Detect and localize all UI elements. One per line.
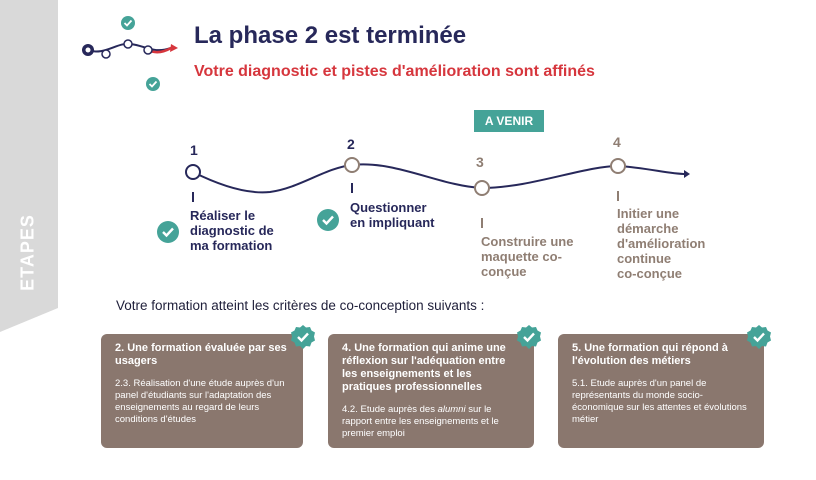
step-4-node (610, 158, 626, 174)
logo-check-top-icon (121, 16, 135, 30)
criteria-card-1-text: 2.3. Réalisation d'une étude auprès d'un… (115, 378, 285, 425)
criteria-card-1-title: 2. Une formation évaluée par ses usagers (115, 342, 287, 367)
page-subtitle: Votre diagnostic et pistes d'amélioratio… (194, 63, 595, 80)
step-1-number: 1 (190, 142, 198, 158)
step-2-tick (351, 183, 353, 193)
criteria-card-3-check-icon (747, 325, 771, 349)
criteria-card-3-title: 5. Une formation qui répond à l'évolutio… (572, 342, 728, 367)
timeline-line (185, 157, 690, 196)
step-2-number: 2 (347, 136, 355, 152)
criteria-card-2-check-icon (517, 325, 541, 349)
progress-logo-icon (82, 16, 178, 91)
criteria-intro: Votre formation atteint les critères de … (116, 298, 485, 313)
upcoming-badge: A VENIR (474, 110, 544, 132)
step-2-node (344, 157, 360, 173)
step-1-tick (192, 192, 194, 202)
step-1-node (185, 164, 201, 180)
criteria-card-2-text: 4.2. Etude auprès des alumni sur le rapp… (342, 404, 499, 439)
step-3-node (474, 180, 490, 196)
criteria-card-3: 5. Une formation qui répond à l'évolutio… (558, 334, 764, 448)
criteria-card-1-check-icon (291, 325, 315, 349)
logo-check-bottom-icon (146, 77, 160, 91)
step-4-tick (617, 191, 619, 201)
step-1-check-icon (157, 221, 179, 243)
page-title: La phase 2 est terminée (194, 22, 467, 49)
criteria-card-2: 4. Une formation qui anime une réflexion… (328, 334, 534, 448)
step-4-number: 4 (613, 134, 621, 150)
step-3-tick (481, 218, 483, 228)
criteria-card-2-title: 4. Une formation qui anime une réflexion… (342, 342, 506, 393)
criteria-card-3-text: 5.1. Etude auprès d'un panel de représen… (572, 378, 747, 425)
step-3-number: 3 (476, 154, 484, 170)
criteria-card-1: 2. Une formation évaluée par ses usagers… (101, 334, 303, 448)
sidebar-band (0, 0, 58, 332)
step-2-check-icon (317, 209, 339, 231)
